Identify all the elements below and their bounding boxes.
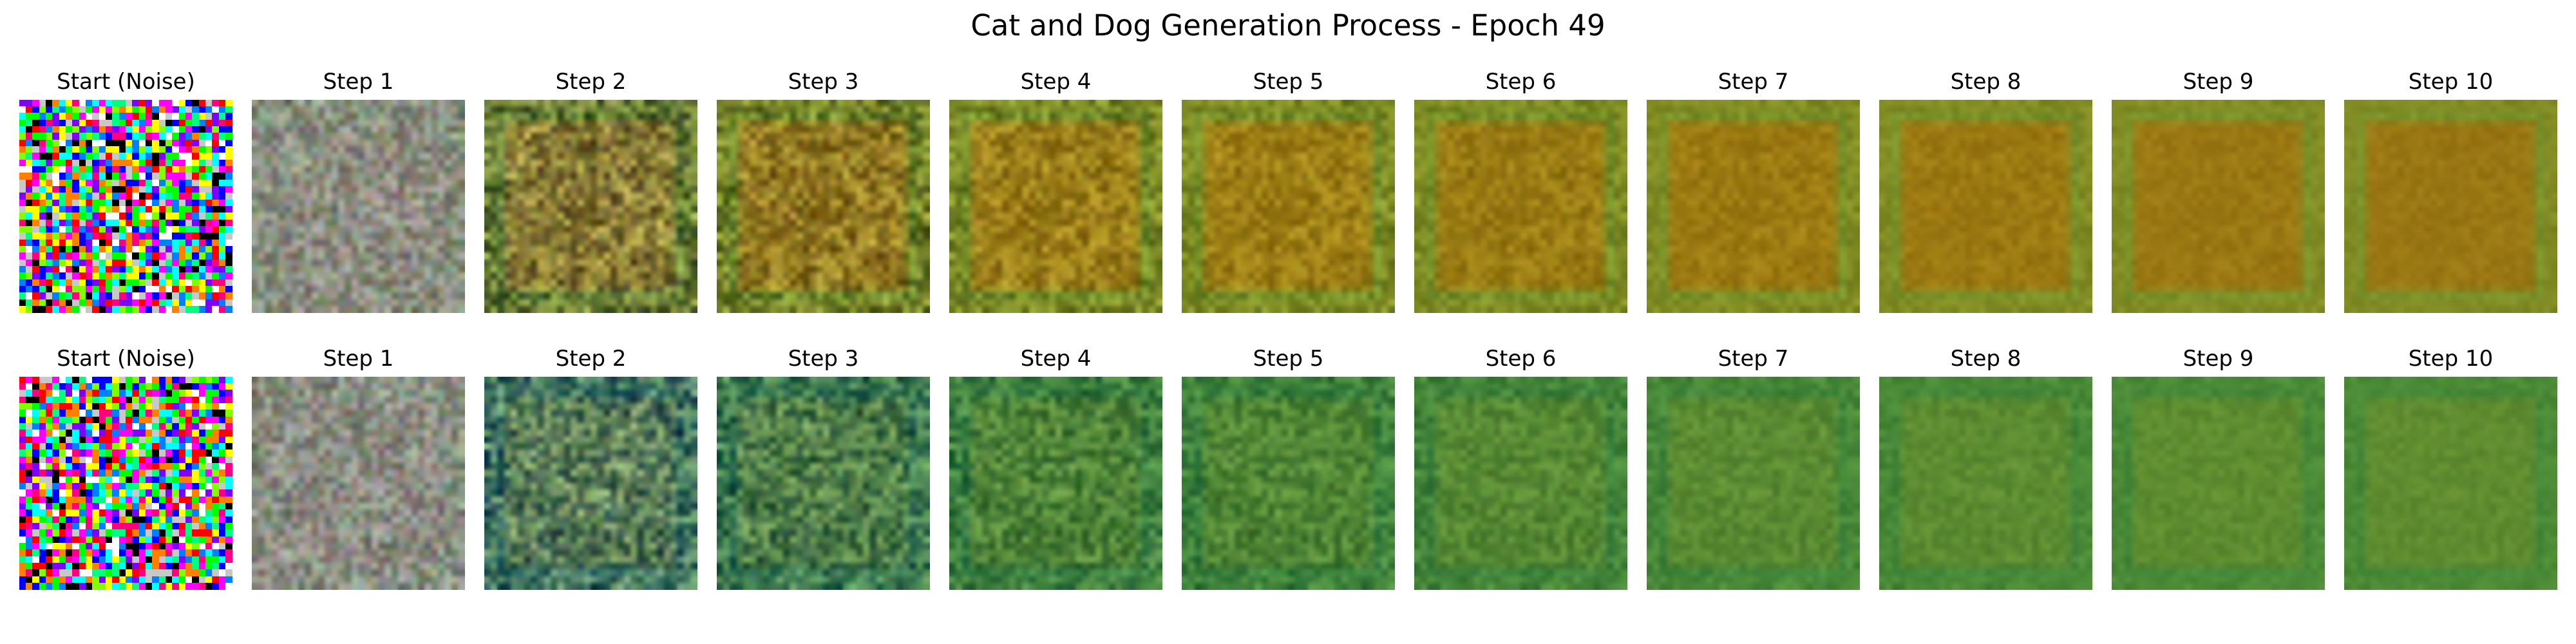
panel-title: Step 10	[2408, 69, 2494, 95]
panel-title: Start (Noise)	[57, 346, 195, 372]
panel-title: Step 6	[1485, 69, 1557, 95]
panel-title: Step 4	[1020, 346, 1092, 372]
dog-panel-step-10: Step 10	[2344, 345, 2557, 590]
noise-image	[19, 377, 232, 590]
cat-generation-row: Start (Noise) Step 1 Step 2 Step 3 Step …	[0, 68, 2576, 325]
cat-panel-step-4: Step 4	[949, 68, 1162, 313]
noise-image	[19, 100, 232, 313]
generated-image	[1647, 100, 1860, 313]
dog-panel-step-9: Step 9	[2112, 345, 2325, 590]
cat-panel-step-10: Step 10	[2344, 68, 2557, 313]
generated-image	[252, 100, 465, 313]
dog-panel-step-2: Step 2	[484, 345, 697, 590]
dog-panel-step-4: Step 4	[949, 345, 1162, 590]
dog-panel-start-noise: Start (Noise)	[19, 345, 232, 590]
panel-title: Step 7	[1718, 346, 1789, 372]
panel-title: Start (Noise)	[57, 69, 195, 95]
panel-title: Step 8	[1950, 346, 2022, 372]
generated-image	[949, 377, 1162, 590]
panel-title: Step 5	[1253, 346, 1324, 372]
figure-title: Cat and Dog Generation Process - Epoch 4…	[971, 8, 1605, 43]
panel-title: Step 1	[323, 346, 394, 372]
panel-title: Step 6	[1485, 346, 1557, 372]
generated-image	[1414, 100, 1627, 313]
cat-panel-step-3: Step 3	[717, 68, 930, 313]
panel-title: Step 10	[2408, 346, 2494, 372]
generated-image	[949, 100, 1162, 313]
generated-image	[2112, 100, 2325, 313]
generated-image	[1647, 377, 1860, 590]
cat-panel-step-9: Step 9	[2112, 68, 2325, 313]
dog-panel-step-8: Step 8	[1879, 345, 2092, 590]
cat-panel-step-1: Step 1	[252, 68, 465, 313]
dog-generation-row: Start (Noise) Step 1 Step 2 Step 3 Step …	[0, 345, 2576, 602]
panel-title: Step 1	[323, 69, 394, 95]
generated-image	[717, 377, 930, 590]
generated-image	[1879, 100, 2092, 313]
panel-title: Step 3	[788, 346, 859, 372]
generated-image	[2344, 100, 2557, 313]
generated-image	[2344, 377, 2557, 590]
generated-image	[1182, 100, 1395, 313]
panel-title: Step 8	[1950, 69, 2022, 95]
dog-panel-step-7: Step 7	[1647, 345, 1860, 590]
panel-title: Step 5	[1253, 69, 1324, 95]
generated-image	[717, 100, 930, 313]
generated-image	[1879, 377, 2092, 590]
generated-image	[1414, 377, 1627, 590]
cat-panel-step-5: Step 5	[1182, 68, 1395, 313]
panel-title: Step 9	[2183, 346, 2254, 372]
panel-title: Step 4	[1020, 69, 1092, 95]
panel-title: Step 2	[555, 69, 627, 95]
generated-image	[1182, 377, 1395, 590]
generated-image	[484, 377, 697, 590]
generated-image	[2112, 377, 2325, 590]
generated-image	[252, 377, 465, 590]
dog-panel-step-3: Step 3	[717, 345, 930, 590]
panel-title: Step 7	[1718, 69, 1789, 95]
dog-panel-step-5: Step 5	[1182, 345, 1395, 590]
panel-title: Step 2	[555, 346, 627, 372]
generated-image	[484, 100, 697, 313]
cat-panel-step-8: Step 8	[1879, 68, 2092, 313]
cat-panel-step-2: Step 2	[484, 68, 697, 313]
panel-title: Step 3	[788, 69, 859, 95]
cat-panel-step-7: Step 7	[1647, 68, 1860, 313]
cat-panel-step-6: Step 6	[1414, 68, 1627, 313]
panel-title: Step 9	[2183, 69, 2254, 95]
cat-panel-start-noise: Start (Noise)	[19, 68, 232, 313]
dog-panel-step-1: Step 1	[252, 345, 465, 590]
dog-panel-step-6: Step 6	[1414, 345, 1627, 590]
